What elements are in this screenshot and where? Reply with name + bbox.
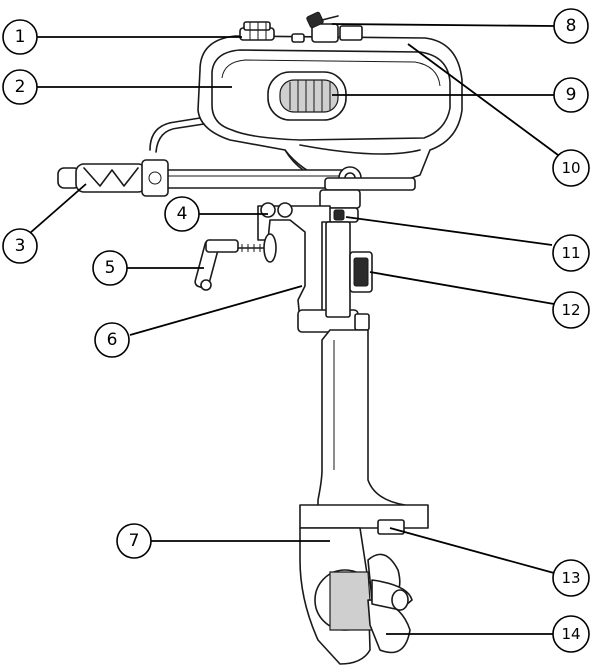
anti-cavitation-plate [299,504,429,535]
callout-13: 13 [552,559,590,597]
callout-9: 9 [553,77,589,113]
clamp-screw [194,233,277,291]
small-knob [291,33,305,43]
callout-10: 10 [552,149,590,187]
callout-8: 8 [553,8,589,44]
svg-text:5: 5 [105,258,116,278]
callout-12: 12 [552,291,590,329]
svg-text:11: 11 [561,244,580,262]
callout-5: 5 [92,250,128,286]
callout-7: 7 [116,523,152,559]
propeller [367,553,413,654]
svg-text:7: 7 [129,531,140,551]
leader-8 [331,23,555,27]
svg-text:1: 1 [15,27,26,47]
callout-2: 2 [2,69,38,105]
driveshaft-housing [317,221,406,521]
svg-text:8: 8 [566,16,577,36]
svg-text:3: 3 [15,236,26,256]
callout-11: 11 [552,234,590,272]
callout-14: 14 [552,615,590,653]
leader-13 [389,527,555,574]
stop-switch [327,207,359,223]
tiller-grip [57,159,169,197]
callout-1: 1 [2,19,38,55]
svg-text:9: 9 [566,85,577,105]
callout-3: 3 [2,228,38,264]
leader-12 [369,271,555,305]
leader-6 [129,285,303,336]
tiller-bracket [324,177,416,191]
leader-10 [407,43,559,156]
leader-11 [345,216,553,246]
svg-text:10: 10 [561,159,580,177]
svg-text:6: 6 [107,330,118,350]
water-indicator [349,251,373,293]
callout-6: 6 [94,322,130,358]
leader-lines [29,23,559,635]
svg-text:12: 12 [561,301,580,319]
svg-text:14: 14 [561,625,580,643]
outboard-motor-drawing [57,11,463,665]
gearcase [299,527,376,665]
fuel-cap [239,21,275,41]
svg-text:13: 13 [561,569,580,587]
fuel-tap [306,11,363,43]
callout-4: 4 [164,196,200,232]
svg-text:2: 2 [15,77,26,97]
leader-3 [29,183,87,234]
svg-text:4: 4 [177,204,188,224]
callouts: 1 2 3 4 5 6 7 8 [2,8,590,653]
throttle-cable [149,117,201,151]
starter-handle [267,71,347,121]
